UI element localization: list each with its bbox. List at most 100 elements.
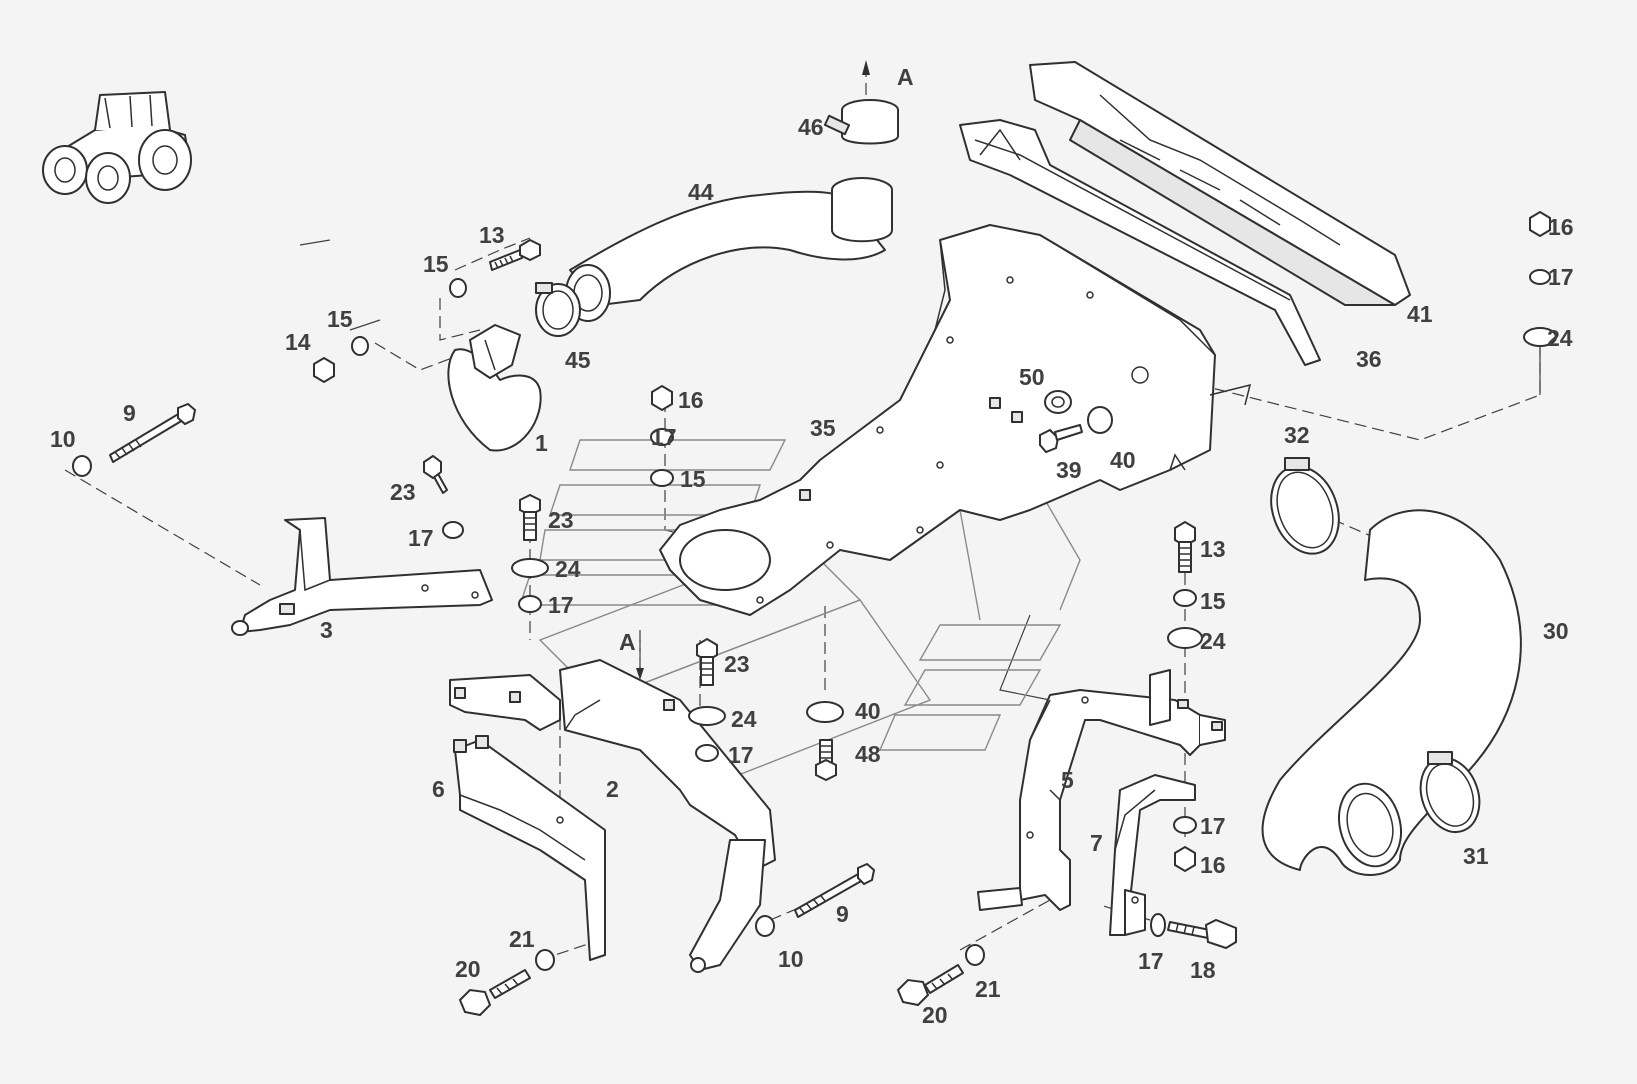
part-16-nut-c: [1174, 845, 1196, 873]
callout-31: 31: [1463, 843, 1489, 869]
callout-23: 23: [724, 651, 750, 677]
callout-13: 13: [479, 222, 505, 248]
part-20-bolt-left: [458, 969, 531, 1017]
callout-44: 44: [688, 179, 714, 205]
callout-15: 15: [423, 251, 449, 277]
callout-17: 17: [1138, 948, 1164, 974]
callout-3: 3: [320, 617, 333, 643]
direction-arrow-a-top: [862, 60, 870, 75]
part-17-washer-c: [650, 428, 674, 446]
part-18-bolt: [1167, 918, 1237, 950]
part-31-hose-clamp: [1419, 751, 1481, 833]
part-41-top-cover: [1029, 61, 1411, 306]
callout-A: A: [897, 64, 914, 90]
callout-35: 35: [810, 415, 836, 441]
part-17-washer-f: [1173, 816, 1197, 834]
callout-24: 24: [731, 706, 757, 732]
callout-1: 1: [535, 430, 548, 456]
callout-5: 5: [1061, 767, 1074, 793]
part-32-hose-clamp: [1270, 457, 1340, 555]
part-10-washer-lower: [755, 915, 775, 937]
part-23-bolt-a: [423, 454, 448, 494]
callout-46: 46: [798, 114, 824, 140]
part-46-hose-clamp: [823, 99, 899, 145]
part-17-washer-g: [1150, 913, 1166, 937]
callout-30: 30: [1543, 618, 1569, 644]
part-15-washer-left: [351, 336, 369, 356]
callout-16: 16: [678, 387, 704, 413]
part-23-bolt-b: [519, 493, 541, 541]
callout-21: 21: [509, 926, 535, 952]
callout-15: 15: [1200, 588, 1226, 614]
part-50-grommet: [1044, 390, 1072, 414]
callout-17: 17: [651, 424, 677, 450]
part-48-bolt: [815, 739, 837, 782]
callout-45: 45: [565, 347, 591, 373]
callout-10: 10: [778, 946, 804, 972]
tractor-icon: [42, 91, 192, 204]
callout-2: 2: [606, 776, 619, 802]
part-35-main-plate: [659, 224, 1252, 616]
part-17-washer-e: [1529, 269, 1551, 285]
part-15-washer-b: [650, 469, 674, 487]
callout-16: 16: [1548, 214, 1574, 240]
part-13-bolt-upper: [489, 238, 541, 271]
callout-6: 6: [432, 776, 445, 802]
callout-48: 48: [855, 741, 881, 767]
callout-17: 17: [1200, 813, 1226, 839]
callout-32: 32: [1284, 422, 1310, 448]
callout-16: 16: [1200, 852, 1226, 878]
callout-36: 36: [1356, 346, 1382, 372]
part-13-bolt-right: [1174, 520, 1196, 573]
part-16-nut-b: [1529, 210, 1551, 238]
callout-17: 17: [548, 592, 574, 618]
part-5-bracket: [977, 669, 1226, 911]
callout-41: 41: [1407, 301, 1433, 327]
callout-17: 17: [408, 525, 434, 551]
callout-40: 40: [1110, 447, 1136, 473]
callout-24: 24: [1547, 325, 1573, 351]
part-14-nut: [313, 356, 335, 384]
part-9-long-bolt-left: [109, 402, 197, 463]
part-36-frame-rail: [959, 119, 1321, 366]
part-16-nut-a: [651, 384, 673, 412]
callout-13: 13: [1200, 536, 1226, 562]
callout-15: 15: [680, 466, 706, 492]
callout-17: 17: [1548, 264, 1574, 290]
part-20-bolt-right: [896, 964, 964, 1007]
part-6-bracket: [453, 735, 606, 961]
direction-arrow-a-middle: [636, 640, 644, 680]
part-17-washer-d: [695, 744, 719, 762]
callout-17: 17: [728, 742, 754, 768]
callout-A: A: [619, 629, 636, 655]
callout-21: 21: [975, 976, 1001, 1002]
callout-24: 24: [1200, 628, 1226, 654]
callout-7: 7: [1090, 830, 1103, 856]
part-21-washer-right: [965, 944, 985, 966]
callout-50: 50: [1019, 364, 1045, 390]
callout-24: 24: [555, 556, 581, 582]
callout-40: 40: [855, 698, 881, 724]
callout-20: 20: [455, 956, 481, 982]
part-44-hose: [565, 177, 893, 322]
callout-10: 10: [50, 426, 76, 452]
part-15-washer-c: [1173, 589, 1197, 607]
part-40-washer-a: [806, 701, 844, 723]
part-23-bolt-c: [696, 637, 718, 686]
part-24-washer-b: [688, 706, 726, 726]
part-10-washer-left: [72, 455, 92, 477]
part-24-washer-c: [1523, 327, 1557, 347]
part-15-washer-upper: [449, 278, 467, 298]
part-1-inlet-boot: [447, 324, 542, 452]
callout-9: 9: [836, 901, 849, 927]
part-9-long-bolt-lower: [794, 862, 876, 918]
callout-23: 23: [390, 479, 416, 505]
callout-23: 23: [548, 507, 574, 533]
part-17-washer-b: [518, 595, 542, 613]
part-24-washer-a: [511, 558, 549, 578]
part-39-bolt: [1039, 424, 1083, 454]
part-40-washer-b: [1087, 406, 1113, 434]
